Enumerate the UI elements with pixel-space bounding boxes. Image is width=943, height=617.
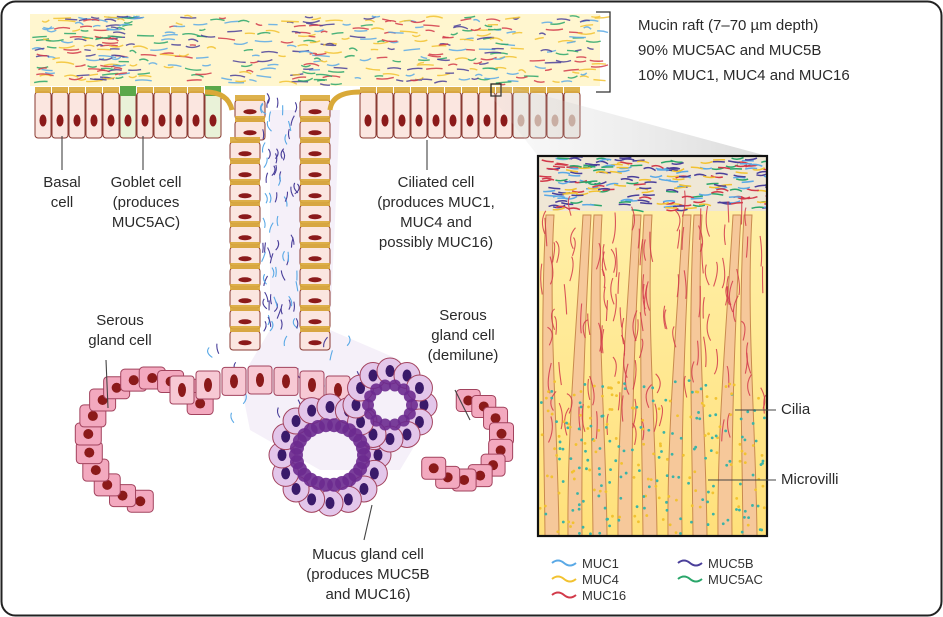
duct-cell: [300, 179, 330, 203]
submucosal-gland: [75, 358, 513, 516]
legend-swatches: [552, 561, 702, 598]
serous-cell: [170, 376, 194, 404]
duct-cell: [230, 263, 260, 287]
serous-cell: [274, 367, 298, 395]
legend-muc1: MUC1: [582, 556, 619, 571]
serous-cell: [196, 371, 220, 399]
legend-swatch: [552, 561, 576, 566]
legend-muc5ac: MUC5AC: [708, 572, 763, 587]
duct-cell: [230, 284, 260, 308]
epithelial-cell: [86, 87, 102, 138]
epithelial-cell: [411, 87, 427, 138]
duct-cell: [230, 242, 260, 266]
epithelial-cell: [35, 87, 51, 138]
duct-cell: [230, 221, 260, 245]
serous-cell: [248, 366, 272, 394]
legend-swatch: [678, 577, 702, 582]
serous-demilune-cell: [422, 457, 446, 479]
duct-cell: [230, 137, 260, 161]
label-goblet-cell: Goblet cell (produces MUC5AC): [94, 173, 198, 233]
epithelial-cell: [462, 87, 478, 138]
label-serous-gland-cell: Serous gland cell: [70, 311, 170, 351]
epithelial-cell: [171, 87, 187, 138]
epithelial-cell: [377, 87, 393, 138]
duct-cell: [230, 179, 260, 203]
duct-cell: [230, 305, 260, 329]
raft-description-line1: Mucin raft (7–70 µm depth): [638, 16, 818, 36]
epithelial-cell: [154, 87, 170, 138]
duct-cell: [300, 95, 330, 119]
epithelial-cell: [188, 87, 204, 138]
duct-cell: [300, 158, 330, 182]
legend-muc5b: MUC5B: [708, 556, 754, 571]
epithelial-cell: [69, 87, 85, 138]
duct-cell: [230, 158, 260, 182]
duct-cell: [300, 305, 330, 329]
duct-cell: [230, 326, 260, 350]
epithelial-cell: [52, 87, 68, 138]
serous-cell: [222, 367, 246, 395]
epithelial-cell: [394, 87, 410, 138]
duct-cell: [300, 326, 330, 350]
legend-muc16: MUC16: [582, 588, 626, 603]
label-microvilli: Microvilli: [781, 470, 839, 490]
legend-muc4: MUC4: [582, 572, 619, 587]
duct-cell: [230, 200, 260, 224]
epithelial-cell: [360, 87, 376, 138]
raft-description-line3: 10% MUC1, MUC4 and MUC16: [638, 66, 850, 86]
duct-cell: [235, 116, 265, 140]
duct-cell: [300, 263, 330, 287]
inset-panel: [538, 156, 779, 536]
epithelial-cell: [137, 87, 153, 138]
legend-swatch: [678, 561, 702, 566]
label-basal-cell: Basal cell: [24, 173, 100, 213]
duct-cell: [300, 137, 330, 161]
legend-swatch: [552, 593, 576, 598]
raft-description-line2: 90% MUC5AC and MUC5B: [638, 41, 821, 61]
duct-cell: [300, 116, 330, 140]
label-mucus-gland-cell: Mucus gland cell (produces MUC5B and MUC…: [286, 545, 450, 605]
epithelial-cell: [445, 87, 461, 138]
legend-swatch: [552, 577, 576, 582]
duct-cell: [300, 284, 330, 308]
duct-cell: [300, 242, 330, 266]
epithelial-cell: [103, 87, 119, 138]
epithelial-cell: [428, 87, 444, 138]
label-cilia: Cilia: [781, 400, 810, 420]
duct-cell: [300, 221, 330, 245]
serous-cell: [300, 371, 324, 399]
duct-cell: [300, 200, 330, 224]
label-serous-demilune: Serous gland cell (demilune): [408, 306, 518, 366]
label-ciliated-cell: Ciliated cell (produces MUC1, MUC4 and p…: [366, 173, 506, 253]
